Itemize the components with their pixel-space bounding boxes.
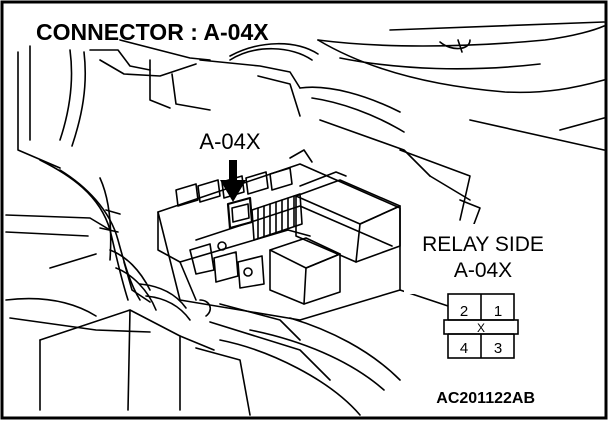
engine-bay-illustration — [5, 21, 605, 416]
callout-group: A-04X — [199, 129, 261, 202]
page-title: CONNECTOR : A-04X — [36, 19, 269, 45]
callout-label: A-04X — [199, 129, 260, 154]
pin-center-mark: X — [477, 321, 485, 335]
relay-side-panel: RELAY SIDE A-04X 2 1 X 4 3 — [404, 224, 564, 359]
relay-side-title: RELAY SIDE — [422, 233, 544, 256]
relay-side-connector: A-04X — [454, 259, 512, 282]
connector-pin-layout — [443, 293, 519, 359]
figure-code: AC201122AB — [436, 390, 535, 407]
pin-3-label: 3 — [494, 340, 502, 357]
relay-side-backdrop — [404, 224, 564, 294]
callout-arrow-head — [220, 180, 246, 202]
pin-4-label: 4 — [460, 340, 468, 357]
pin-1-label: 1 — [494, 303, 502, 320]
callout-arrow-shaft — [229, 160, 237, 182]
pin-2-label: 2 — [460, 303, 468, 320]
